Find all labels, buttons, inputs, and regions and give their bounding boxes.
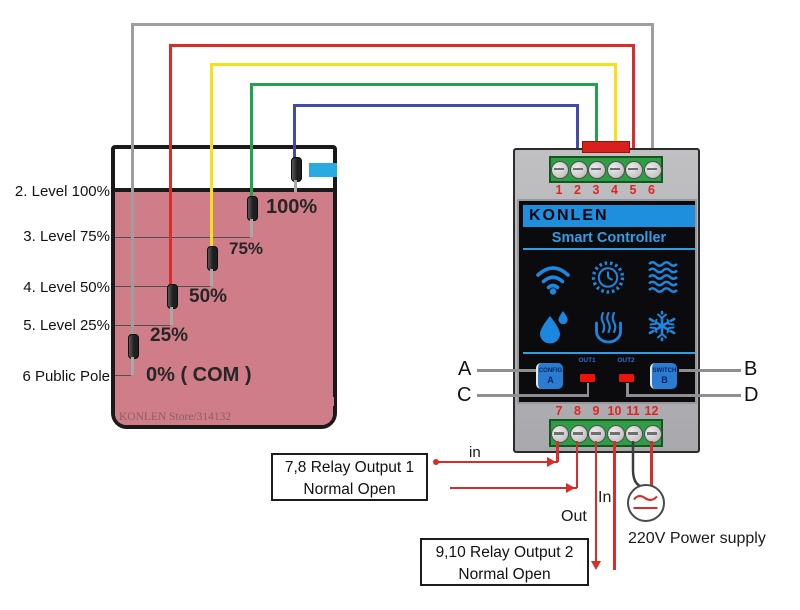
terminal-number-11: 11	[626, 404, 640, 418]
side-label-level-75: 3. Level 75%	[23, 228, 110, 245]
tank-label-25: 25%	[150, 325, 189, 346]
power-supply-label: 220V Power supply	[628, 530, 766, 547]
terminal-screw-12	[643, 425, 662, 443]
terminal-number-3: 3	[592, 183, 600, 197]
relay1-note-box: 7,8 Relay Output 1 Normal Open	[271, 453, 428, 501]
terminal-number-2: 2	[574, 183, 581, 197]
waves-icon	[648, 261, 678, 293]
screen-title: Smart Controller	[551, 230, 667, 246]
relay2-note-line1: 9,10 Relay Output 2	[435, 544, 574, 561]
callout-line-a	[477, 369, 536, 372]
terminal-screw-5	[625, 160, 643, 179]
out2-label: OUT2	[617, 357, 635, 364]
inlet-pipe	[309, 163, 337, 177]
screen-divider	[523, 351, 695, 354]
out1-led	[580, 374, 595, 382]
terminal-number-10: 10	[607, 404, 622, 418]
out1-label: OUT1	[578, 357, 596, 364]
screen-title-underline	[523, 247, 695, 250]
terminal-screw-2	[569, 160, 588, 179]
terminal-number-12: 12	[644, 404, 659, 418]
callout-line-c	[477, 394, 589, 397]
level-line-50	[115, 285, 210, 287]
tank-water	[115, 188, 333, 425]
level-sensor-50-tip	[209, 269, 213, 286]
timer-icon	[591, 261, 625, 294]
tank-wall-notch	[329, 397, 334, 406]
relay2-out-label: Out	[561, 508, 587, 525]
terminal-number-8: 8	[574, 404, 581, 418]
callout-d: D	[744, 384, 759, 406]
brand-banner: KONLEN	[523, 205, 695, 227]
wifi-icon	[536, 266, 570, 295]
tank-label-100: 100%	[266, 196, 318, 218]
terminal-screw-6	[643, 160, 662, 179]
terminal-screw-1	[551, 160, 569, 179]
terminal-screw-4	[606, 160, 625, 179]
relay2-note-box: 9,10 Relay Output 2 Normal Open	[420, 538, 589, 586]
terminal-screw-3	[588, 160, 606, 179]
terminal-screw-8	[569, 425, 588, 443]
heat-icon	[595, 311, 622, 344]
callout-c: C	[457, 384, 472, 406]
relay2-in-label: In	[598, 489, 612, 506]
config-a-button: CONFIG A	[536, 363, 563, 389]
terminal-screw-9	[588, 425, 606, 443]
din-clip	[582, 141, 630, 153]
relay1-note-line2: Normal Open	[303, 481, 396, 498]
callout-a: A	[458, 358, 472, 380]
side-label-level-50: 4. Level 50%	[23, 279, 110, 296]
level-sensor-25-tip	[169, 307, 173, 325]
relay1-in-label: in	[469, 444, 481, 461]
relay1-note-line1: 7,8 Relay Output 1	[284, 459, 415, 476]
callout-line-d-riser	[626, 383, 629, 396]
water-tank	[111, 145, 337, 429]
terminal-number-4: 4	[611, 183, 618, 197]
callout-line-c-riser	[586, 383, 589, 396]
tank-label-0-com: 0% ( COM )	[146, 364, 252, 386]
tank-label-75: 75%	[229, 239, 264, 258]
level-line-0	[115, 374, 131, 376]
relay2-note-line2: Normal Open	[458, 566, 551, 583]
side-label-level-100: 2. Level 100%	[14, 183, 110, 200]
terminal-screw-7	[551, 425, 569, 443]
callout-line-d	[626, 394, 741, 397]
out2-led	[619, 374, 634, 382]
water-drop-icon	[540, 311, 568, 344]
level-sensor-75-tip	[250, 219, 253, 237]
brand-text: KONLEN	[529, 207, 609, 224]
snowflake-icon	[648, 310, 676, 342]
terminal-number-5: 5	[629, 183, 637, 197]
ac-power-symbol	[627, 484, 665, 522]
switch-b-button: SWITCH B	[650, 363, 677, 389]
callout-line-b	[679, 369, 741, 372]
level-sensor-100-tip	[293, 180, 297, 192]
terminal-number-6: 6	[648, 183, 655, 197]
side-label-level-25: 5. Level 25%	[23, 317, 110, 334]
terminal-number-7: 7	[555, 404, 563, 418]
store-watermark: KONLEN Store/314132	[119, 411, 232, 423]
level-line-75	[115, 236, 250, 238]
tank-label-50: 50%	[189, 286, 228, 307]
terminal-number-9: 9	[592, 404, 600, 418]
terminal-number-1: 1	[555, 183, 563, 197]
side-label-public-pole: 6 Public Pole	[22, 368, 110, 385]
level-line-25	[115, 324, 170, 326]
level-sensor-com-tip	[130, 357, 134, 375]
terminal-screw-10	[606, 425, 625, 443]
callout-b: B	[744, 358, 758, 380]
